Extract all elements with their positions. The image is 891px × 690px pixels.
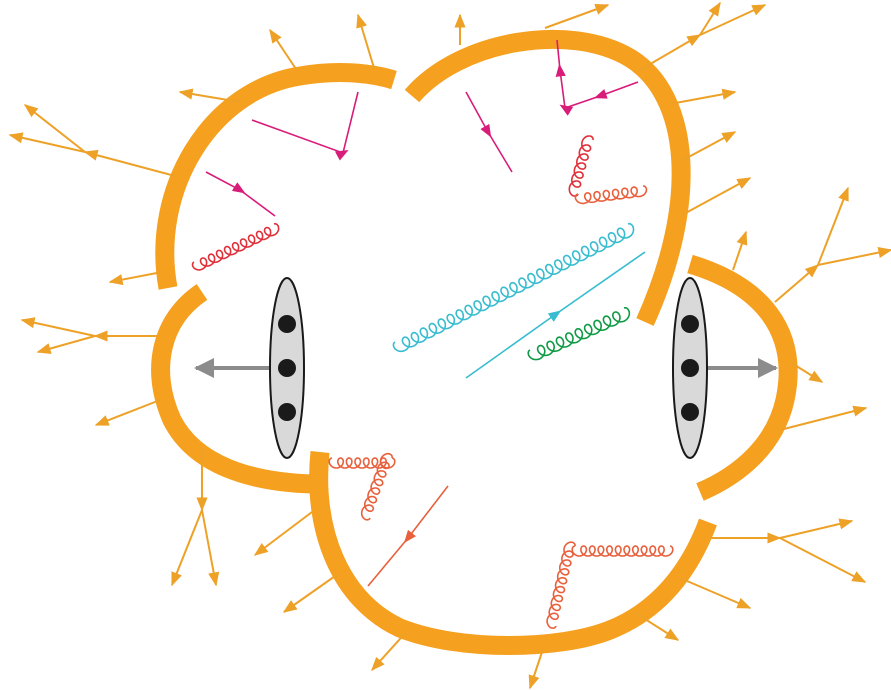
- hadron-arrow: [634, 612, 678, 640]
- quark-line-magenta: [252, 92, 358, 153]
- quark-dot: [278, 359, 296, 377]
- hadron-arrow: [96, 400, 160, 425]
- envelope-arc-upper-left: [165, 73, 394, 288]
- gluon-spring: [193, 224, 279, 270]
- hadron-arrow: [358, 15, 374, 68]
- hadron-arrow: [780, 538, 865, 582]
- hadron-arrow: [775, 265, 818, 302]
- hadron-arrow: [680, 578, 750, 608]
- outgoing-hadrons: [10, 3, 891, 688]
- hadron-arrow: [172, 510, 202, 585]
- hadron-arrow: [38, 336, 95, 352]
- quark-line-orange-red: [368, 486, 448, 586]
- quark-lines: [206, 40, 645, 586]
- hadron-arrow: [110, 272, 162, 282]
- beam-hadron-left: [270, 278, 304, 458]
- quark-dot: [681, 359, 699, 377]
- hadron-arrow: [780, 408, 866, 430]
- hadron-arrow: [22, 320, 95, 336]
- hadron-arrow: [733, 232, 746, 270]
- quark-line-magenta: [466, 92, 512, 172]
- hadron-arrow: [284, 574, 338, 612]
- quark-line-magenta: [206, 172, 275, 216]
- quark-line-cyan: [466, 252, 645, 378]
- gluon-spring: [575, 186, 646, 203]
- hadron-arrow: [85, 152, 175, 176]
- gluon-spring: [547, 542, 575, 628]
- hadron-arrow: [255, 512, 312, 555]
- envelope-arc-top: [412, 39, 681, 322]
- hadron-arrow: [683, 132, 735, 160]
- quark-dot: [681, 403, 699, 421]
- hadron-arrow: [202, 510, 216, 585]
- hadron-arrow: [780, 521, 852, 538]
- hadron-arrow: [372, 630, 408, 670]
- gluon-spring: [528, 308, 629, 360]
- quark-dot: [278, 315, 296, 333]
- hadron-arrow: [670, 92, 735, 104]
- hadron-arrow: [545, 5, 608, 28]
- quark-dot: [681, 315, 699, 333]
- hadron-arrow: [818, 188, 848, 265]
- quark-dot: [278, 403, 296, 421]
- hadron-arrow: [818, 250, 891, 265]
- hadron-arrow: [270, 30, 298, 72]
- gluon-lines: [193, 136, 673, 628]
- beam-hadron-right: [673, 278, 707, 458]
- gluon-spring: [572, 546, 673, 556]
- gluon-spring: [569, 136, 593, 196]
- hadron-arrow: [640, 35, 700, 70]
- hadron-arrow: [682, 178, 750, 215]
